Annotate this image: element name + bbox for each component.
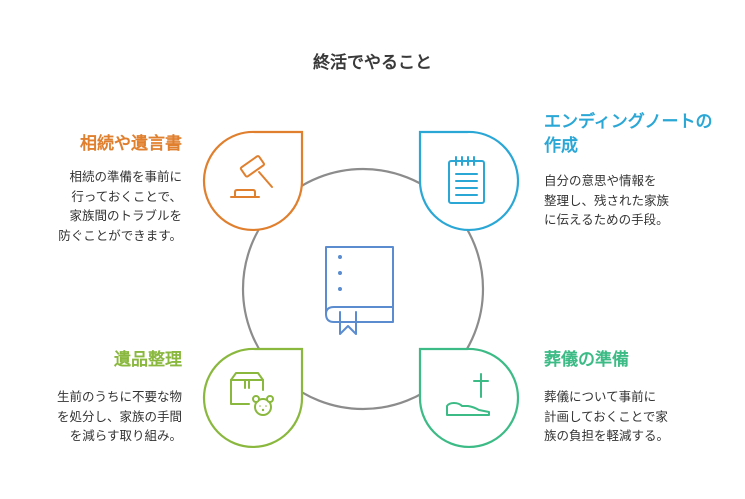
notepad-icon bbox=[448, 156, 485, 204]
heading-funeral: 葬儀の準備 bbox=[544, 350, 629, 370]
grave-cross-icon bbox=[446, 373, 490, 416]
petal-inheritance bbox=[202, 130, 304, 232]
diagram-title: 終活でやること bbox=[313, 53, 432, 73]
heading-belongings: 遺品整理 bbox=[114, 350, 182, 370]
petal-ending-note bbox=[418, 130, 520, 232]
desc-funeral: 葬儀について事前に 計画しておくことで家 族の負担を軽減する。 bbox=[544, 389, 670, 443]
heading-ending-note: エンディングノートの 作成 bbox=[544, 112, 713, 156]
petal-funeral bbox=[418, 347, 520, 449]
gavel-icon bbox=[230, 155, 273, 198]
desc-belongings: 生前のうちに不要な物 を処分し、家族の手間 を減らす取り組み。 bbox=[56, 389, 182, 443]
box-teddy-icon bbox=[230, 372, 274, 416]
central-ring bbox=[241, 167, 485, 411]
desc-inheritance: 相続の準備を事前に 行っておくことで、 家族間のトラブルを 防ぐことができます。 bbox=[58, 169, 182, 243]
heading-inheritance: 相続や遺言書 bbox=[80, 134, 182, 154]
desc-ending-note: 自分の意思や情報を 整理し、残された家族 に伝えるための手段。 bbox=[544, 173, 670, 227]
book-icon bbox=[325, 246, 394, 335]
petal-belongings bbox=[202, 347, 304, 449]
